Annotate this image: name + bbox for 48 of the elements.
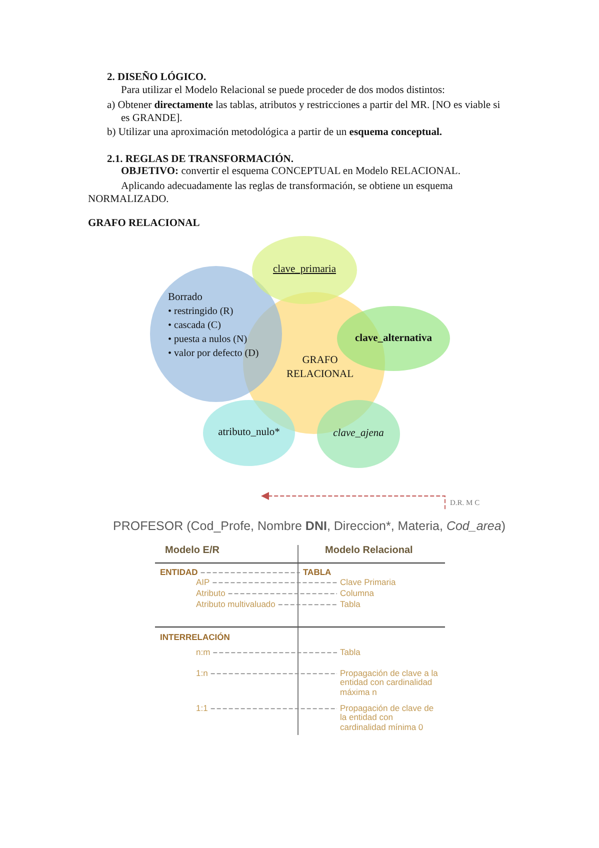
circle-label: clave_primaria xyxy=(273,263,336,277)
dashed-connector xyxy=(228,593,338,594)
table-text: Tabla xyxy=(340,600,360,610)
table-text: Clave Primaria xyxy=(340,578,396,588)
column-header: Modelo E/R xyxy=(165,545,220,556)
circle-shape xyxy=(317,400,400,468)
table-text: 1:1 xyxy=(196,704,208,714)
dashed-connector xyxy=(212,582,338,584)
circle-label: clave_ajena xyxy=(333,427,384,441)
heading: 2. DISEÑO LÓGICO. xyxy=(107,72,206,83)
circle-shape xyxy=(337,306,450,371)
table-text: ENTIDAD xyxy=(160,568,198,578)
circle-label: atributo_nulo* xyxy=(218,426,280,440)
circle-label: GRAFO RELACIONAL xyxy=(285,354,355,382)
table-text: n:m xyxy=(196,648,210,658)
dashed-connector xyxy=(210,673,338,674)
table-text: Atributo xyxy=(196,589,226,598)
list-item: • restringido (R) xyxy=(168,305,234,319)
circle-shape xyxy=(252,236,357,304)
heading: 2.1. REGLAS DE TRANSFORMACIÓN. xyxy=(107,154,294,165)
dashed-connector xyxy=(210,708,338,710)
circle-label: Borrado xyxy=(168,291,202,305)
circle-label: clave_alternativa xyxy=(355,332,432,346)
paragraph: Aplicando adecuadamente las reglas de transformación, se obtiene un esquema NORMALIZADO. xyxy=(88,180,454,206)
dashed-connector xyxy=(278,604,338,606)
paragraph: OBJETIVO: convertir el esquema CONCEPTUAL en Modelo RELACIONAL. xyxy=(121,166,460,177)
list-item: a) Obtener directamente las tablas, atributos y restricciones a partir del MR. [NO es viable si es GRANDE]. xyxy=(107,99,502,125)
list-item: • valor por defecto (D) xyxy=(168,347,259,361)
record-text: PROFESOR (Cod_Profe, Nombre DNI, Direccion*, Materia, Cod_area) xyxy=(113,519,506,533)
dashed-connector xyxy=(200,572,300,574)
table-text: TABLA xyxy=(303,568,332,578)
table-text: Atributo multivaluado xyxy=(196,600,276,610)
list-item: • cascada (C) xyxy=(168,319,221,333)
dashed-connector xyxy=(212,652,338,654)
arrow xyxy=(261,492,446,510)
table-text: AIP xyxy=(196,578,210,588)
table-text: Tabla xyxy=(340,648,360,658)
section-label: INTERRELACIÓN xyxy=(160,632,230,642)
table-text: Propagación de clave a la entidad con cardinalidad máxima n xyxy=(340,669,440,698)
table-text: Columna xyxy=(340,589,374,598)
heading: GRAFO RELACIONAL xyxy=(88,218,200,229)
circle-shape xyxy=(203,400,295,466)
table-text: 1:n xyxy=(196,669,208,678)
list-item: b) Utilizar una aproximación metodológica a partir de un esquema conceptual. xyxy=(107,127,442,138)
column-header: Modelo Relacional xyxy=(325,545,413,556)
list-item: • puesta a nulos (N) xyxy=(168,333,248,347)
table-text: Propagación de clave de la entidad con cardinalidad mínima 0 xyxy=(340,704,440,732)
paragraph: Para utilizar el Modelo Relacional se puede proceder de dos modos distintos: xyxy=(121,85,445,96)
